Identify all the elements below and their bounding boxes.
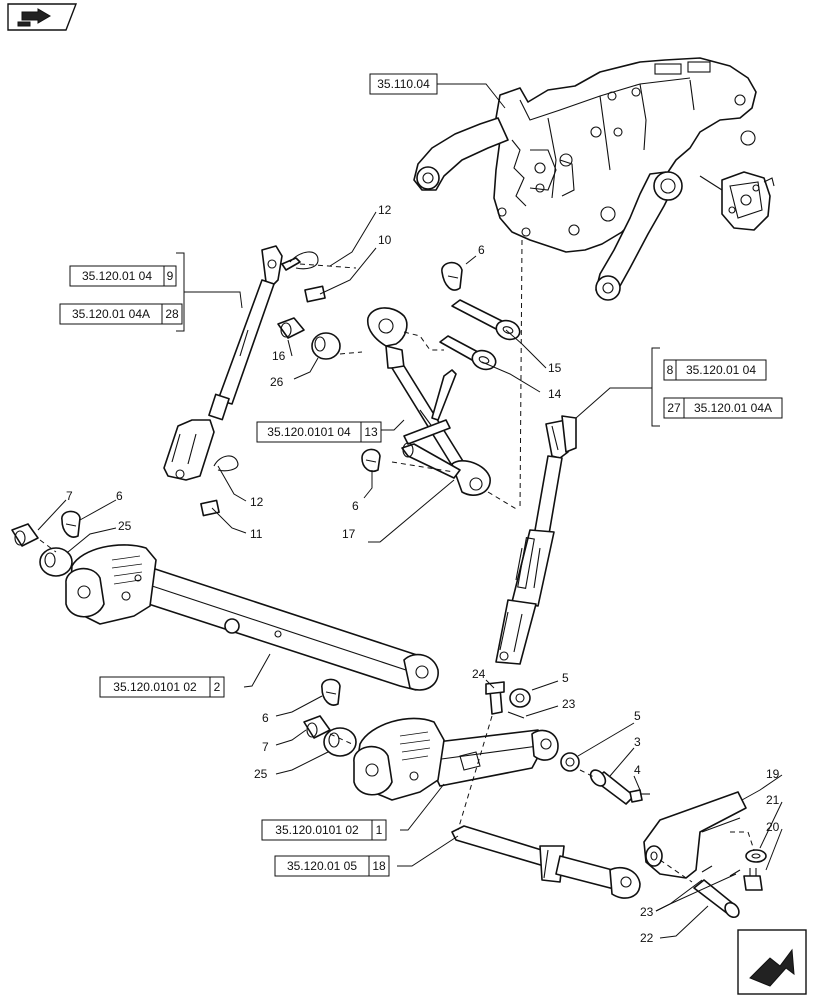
washer-21 — [745, 849, 767, 863]
lift-housing — [413, 57, 775, 301]
callout: 23 — [562, 697, 576, 711]
washer-5-lower — [560, 752, 580, 772]
callout: 23 — [640, 905, 654, 919]
callout: 25 — [118, 519, 132, 533]
clip-6-upper — [61, 510, 81, 538]
callout: 6 — [116, 489, 123, 503]
callout: 7 — [66, 489, 73, 503]
ref-box-35-120-01-04-8[interactable]: 8 35.120.01 04 — [663, 359, 767, 381]
callout: 25 — [254, 767, 268, 781]
callout: 20 — [766, 820, 780, 834]
next-page-icon[interactable] — [737, 929, 807, 995]
callout: 12 — [378, 203, 392, 217]
bracket-19 — [643, 791, 747, 879]
ref-label: 35.120.01 04 — [82, 269, 152, 283]
callout: 22 — [640, 931, 654, 945]
callout: 4 — [634, 763, 641, 777]
callout: 14 — [548, 387, 562, 401]
bolt-20 — [743, 868, 763, 891]
ref-number: 18 — [372, 859, 386, 873]
ball-26 — [311, 332, 341, 360]
ref-box-35-120-0101-04-13[interactable]: 35.120.0101 04 13 — [256, 421, 382, 443]
ref-box-35-120-0101-02-2[interactable]: 35.120.0101 02 2 — [99, 676, 225, 698]
ref-label: 35.120.01 05 — [287, 859, 357, 873]
ref-label: 35.120.0101 02 — [275, 823, 359, 837]
lift-rod-left — [163, 245, 326, 517]
callout: 21 — [766, 793, 780, 807]
clevis-pin-24 — [485, 681, 505, 715]
callout: 5 — [562, 671, 569, 685]
lift-rod-right — [495, 415, 577, 665]
callout: 15 — [548, 361, 562, 375]
ref-number: 9 — [167, 269, 174, 283]
callout: 5 — [634, 709, 641, 723]
ref-box-35-120-01-04a-27[interactable]: 27 35.120.01 04A — [663, 397, 783, 419]
callout: 10 — [378, 233, 392, 247]
lynch-pin-6-center — [361, 448, 381, 473]
callout: 19 — [766, 767, 780, 781]
ref-number: 8 — [667, 363, 674, 377]
clip-6-lower — [321, 678, 341, 706]
callout-numbers: 12 10 6 15 14 16 26 12 11 17 6 7 6 25 24… — [66, 203, 780, 945]
callout: 11 — [250, 527, 263, 541]
lower-link-arm-upper — [65, 544, 439, 691]
ref-box-35-120-0101-02-1[interactable]: 35.120.0101 02 1 — [261, 819, 387, 841]
pin-22 — [693, 879, 740, 919]
ref-box-35-110-04[interactable]: 35.110.04 — [369, 73, 438, 95]
ref-box-35-120-01-05-18[interactable]: 35.120.01 05 18 — [274, 855, 390, 877]
pin-14 — [439, 335, 497, 371]
ref-label: 35.120.0101 04 — [267, 425, 351, 439]
bushing-16 — [277, 317, 305, 339]
callout: 3 — [634, 735, 641, 749]
bolt-4 — [629, 789, 650, 803]
top-link-center — [366, 307, 491, 496]
callout: 6 — [478, 243, 485, 257]
lower-link-arm-lower — [353, 717, 559, 801]
ref-label: 35.120.0101 02 — [113, 680, 197, 694]
callout: 24 — [472, 667, 486, 681]
ball-25-lower — [323, 727, 357, 757]
callout: 17 — [342, 527, 356, 541]
callout: 26 — [270, 375, 284, 389]
ref-label: 35.120.01 04A — [72, 307, 150, 321]
ref-number: 28 — [165, 307, 179, 321]
callout: 12 — [250, 495, 264, 509]
callout: 16 — [272, 349, 286, 363]
pin-15 — [451, 299, 521, 341]
pin-17 — [401, 442, 461, 479]
bushing-7-upper — [11, 523, 39, 547]
book-icon[interactable] — [7, 3, 78, 31]
ref-label: 35.110.04 — [377, 77, 430, 91]
lynch-pin-6-top — [441, 261, 463, 291]
leader-lines — [37, 83, 783, 939]
ref-label: 35.120.01 04A — [694, 401, 772, 415]
bushing-7-lower — [303, 715, 331, 739]
callout: 6 — [262, 711, 269, 725]
ref-number: 13 — [364, 425, 378, 439]
ref-number: 2 — [214, 680, 221, 694]
callout: 6 — [352, 499, 359, 513]
alignment-lines — [39, 239, 755, 883]
callout: 7 — [262, 740, 269, 754]
pin-3 — [589, 769, 635, 805]
split-pin-23-upper — [507, 711, 525, 719]
ref-box-35-120-01-04-9[interactable]: 35.120.01 04 9 — [69, 265, 177, 287]
ref-box-35-120-01-04a-28[interactable]: 35.120.01 04A 28 — [59, 303, 183, 325]
ref-label: 35.120.01 04 — [686, 363, 756, 377]
washer-5-upper — [509, 688, 531, 708]
ball-25-upper — [39, 547, 73, 577]
ref-number: 1 — [376, 823, 383, 837]
stabilizer — [451, 825, 641, 899]
split-pin-23-lower — [701, 865, 741, 877]
ref-number: 27 — [667, 401, 681, 415]
